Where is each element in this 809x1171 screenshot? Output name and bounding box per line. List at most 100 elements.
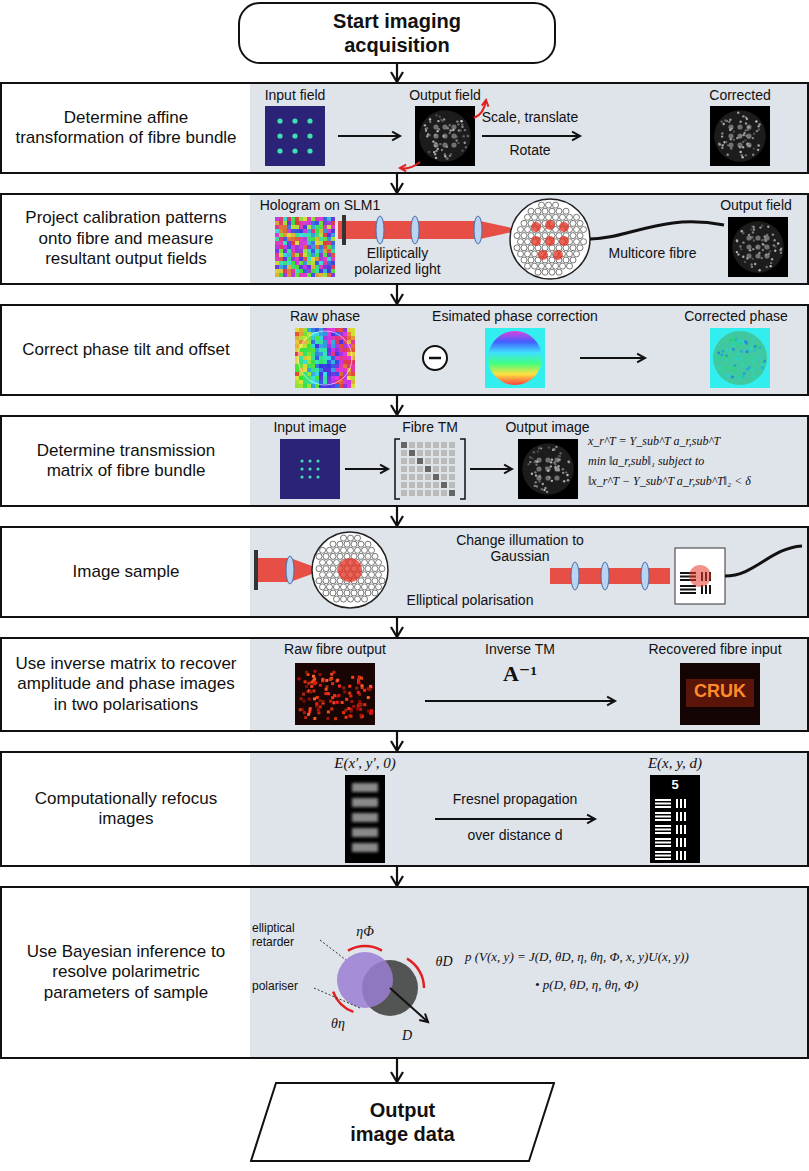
matrix-cell: [401, 474, 407, 480]
noise-cell: [299, 253, 303, 257]
fibre-core: [532, 251, 538, 257]
speckle: [330, 707, 333, 710]
noise-cell: [311, 237, 315, 241]
noise-cell: [287, 245, 291, 249]
speckle: [327, 710, 330, 713]
matrix-cell: [449, 458, 455, 464]
noise-cell: [295, 237, 299, 241]
fibre-core: [514, 245, 520, 251]
fibre-core: [514, 233, 520, 239]
speckle: [558, 455, 560, 457]
noise-cell: [351, 380, 355, 384]
noise-cell: [295, 328, 299, 332]
light-spot: [545, 236, 555, 246]
speckle: [309, 690, 312, 693]
noise-cell: [311, 217, 315, 221]
matrix-cell: [417, 450, 423, 456]
noise-cell: [335, 360, 339, 364]
fibre-core: [355, 547, 361, 553]
noise-cell: [323, 356, 327, 360]
speckle: [535, 474, 537, 476]
noise-cell: [275, 253, 279, 257]
fibre-core: [581, 239, 587, 245]
noise-cell: [724, 374, 727, 377]
noise-cell: [315, 376, 319, 380]
noise-cell: [287, 273, 291, 277]
noise-cell: [323, 340, 327, 344]
noise-cell: [287, 217, 291, 221]
speckle: [367, 710, 370, 713]
panel-label: Input image: [260, 419, 360, 435]
noise-cell: [303, 265, 307, 269]
light-spot: [689, 565, 711, 587]
noise-cell: [275, 261, 279, 265]
speckle: [432, 140, 434, 142]
noise-cell: [299, 221, 303, 225]
speckle: [742, 232, 744, 234]
speckle: [448, 132, 450, 134]
noise-cell: [331, 269, 335, 273]
speckle: [539, 446, 541, 448]
blurred-target: [352, 783, 378, 852]
noise-cell: [327, 332, 331, 336]
speckle: [721, 147, 723, 149]
speckle: [725, 141, 727, 143]
lens: [376, 216, 384, 244]
noise-cell: [303, 233, 307, 237]
noise-cell: [275, 233, 279, 237]
noise-cell: [291, 229, 295, 233]
noise-cell: [307, 269, 311, 273]
flow-arrow: [396, 507, 398, 526]
speckle: [351, 676, 354, 679]
speckle: [757, 125, 759, 127]
flow-arrow: [396, 618, 398, 637]
noise-cell: [323, 229, 327, 233]
target-bar: [676, 851, 678, 860]
noise-cell: [291, 261, 295, 265]
noise-cell: [315, 249, 319, 253]
target-bar: [655, 851, 671, 853]
focus-spot: [728, 124, 733, 129]
noise-cell: [335, 348, 339, 352]
speckle: [307, 682, 310, 685]
speckle: [444, 153, 446, 155]
process-row: Determine affine transformation of fibre…: [0, 82, 809, 174]
noise-cell: [311, 229, 315, 233]
speckle: [542, 483, 544, 485]
noise-cell: [283, 233, 287, 237]
target-bar: [680, 592, 696, 594]
noise-cell: [319, 332, 323, 336]
speckle: [534, 461, 536, 463]
focus-spot: [433, 142, 438, 147]
panel-label: Fresnel propagation: [430, 791, 600, 807]
speckle: [433, 151, 435, 153]
speckle: [313, 670, 316, 673]
speckle: [533, 451, 535, 453]
noise-cell: [323, 245, 327, 249]
noise-cell: [319, 225, 323, 229]
noise-cell: [279, 257, 283, 261]
target-bar: [680, 589, 696, 591]
illustration-panel: E(x′, y′, 0)Fresnel propagationover dist…: [250, 753, 807, 865]
matrix-cell: [401, 466, 407, 472]
speckle: [752, 257, 754, 259]
speckle: [444, 155, 446, 157]
fibre-core: [574, 227, 580, 233]
fibre-core: [525, 214, 531, 220]
step-label: Use Bayesian inference to resolve polari…: [2, 942, 250, 1003]
noise-cell: [351, 384, 355, 388]
speckle: [752, 226, 754, 228]
target-bar: [655, 812, 671, 814]
speckle: [319, 705, 322, 708]
speckle: [341, 701, 344, 704]
noise-cell: [323, 376, 327, 380]
speckle: [780, 251, 782, 253]
speckle: [753, 133, 755, 135]
fibre-core: [327, 584, 333, 590]
speckle: [336, 679, 339, 682]
noise-cell: [319, 241, 323, 245]
speckle: [737, 253, 739, 255]
matrix-cell: [417, 458, 423, 464]
noise-cell: [295, 233, 299, 237]
speckle: [552, 449, 554, 451]
